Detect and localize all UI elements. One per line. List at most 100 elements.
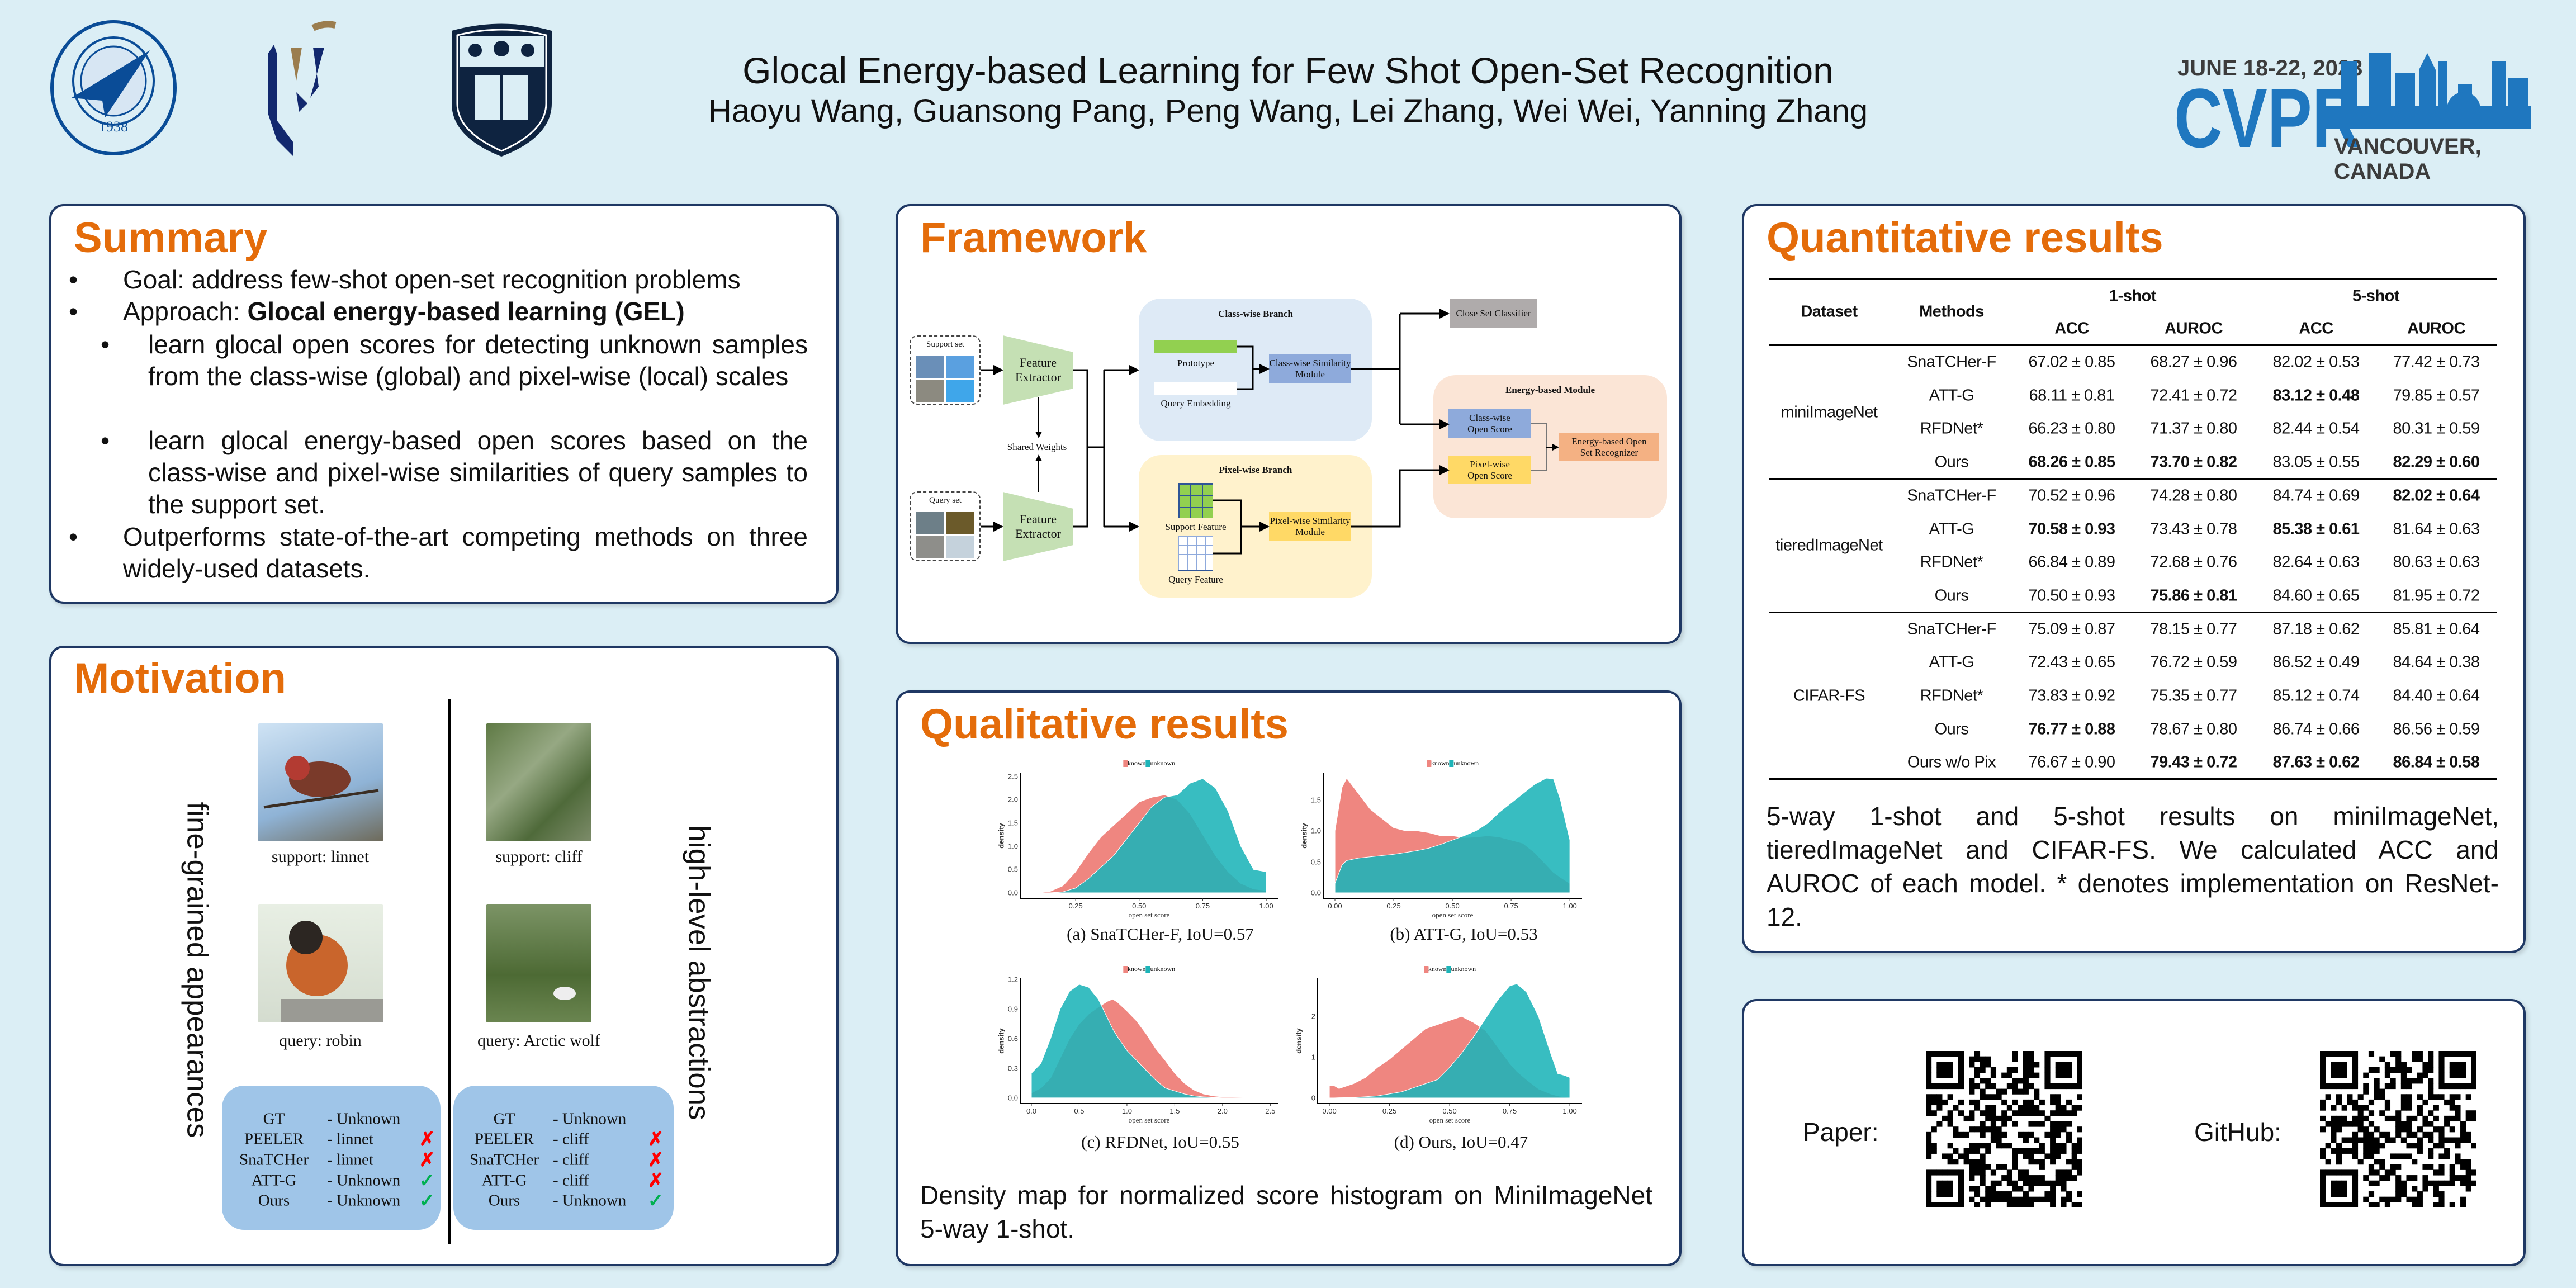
x-axis-label: open set score [1128,1116,1170,1124]
legend-swatch [1446,965,1451,973]
table-cell: 77.42 ± 0.73 [2393,353,2480,371]
class-wise-branch-title: Class-wise Branch [1218,309,1293,319]
y-tick-label: 1.0 [1310,826,1321,835]
x-tick-label: 0.75 [1195,902,1210,910]
cliff-image [486,723,591,841]
result-method: Ours [488,1191,520,1210]
motivation-panel [49,646,839,1266]
support-thumb [916,380,944,402]
y-tick-label: 1.2 [1007,975,1018,984]
table-method: SnaTCHer-F [1907,620,1996,638]
cross-icon: ✗ [647,1170,664,1191]
x-tick-label: 1.0 [1121,1107,1132,1115]
table-method: ATT-G [1929,520,1974,538]
feature-extractor-bottom [1003,492,1073,561]
shared-weights-label: Shared Weights [1007,442,1067,452]
y-tick-label: 1.0 [1007,842,1018,851]
result-prediction: - cliff [553,1150,589,1169]
table-method: RFDNet* [1920,553,1983,571]
x-tick-label: 0.00 [1328,902,1342,910]
density-area-unknown [1329,983,1570,1098]
table-cell: 72.43 ± 0.65 [2028,653,2115,671]
check-icon: ✓ [419,1190,435,1211]
support-thumb [946,380,974,402]
table-cell: 73.43 ± 0.78 [2150,520,2237,538]
density-area-unknown [1334,778,1570,893]
result-method: PEELER [244,1130,304,1148]
result-prediction: - linnet [327,1130,373,1148]
density-plot [1323,773,1582,901]
table-cell: 82.02 ± 0.53 [2272,353,2360,371]
table-rule [1769,477,2497,480]
x-axis-label: open set score [1429,1116,1471,1124]
table-cell: 66.23 ± 0.80 [2028,419,2115,438]
table-dataset: tieredImageNet [1775,536,1883,555]
query-thumb [916,536,944,558]
pixel-wise-open-score: Pixel-wise Open Score [1448,456,1531,484]
approach-name: Glocal energy-based learning (GEL) [247,297,685,326]
legend-swatch [1426,760,1431,767]
x-tick-label: 0.50 [1132,902,1147,910]
caption-query-robin: query: robin [279,1031,362,1050]
right-results-box [453,1086,674,1230]
result-method: SnaTCHer [239,1150,309,1169]
y-tick-label: 0.6 [1007,1034,1018,1043]
x-tick-label: 1.00 [1259,902,1273,910]
query-feature-grid [1178,536,1213,571]
paper-qr-code[interactable] [1926,1051,2083,1210]
x-tick-label: 0.50 [1442,1107,1457,1115]
summary-sub-1: learn glocal open scores for detecting u… [148,330,808,391]
table-cell: 82.64 ± 0.63 [2272,553,2360,571]
table-method: RFDNet* [1920,686,1983,705]
plot-legend: known unknown [1423,965,1476,973]
query-thumb [916,512,944,534]
legend-swatch [1145,965,1150,973]
y-tick-label: 2 [1311,1012,1315,1021]
bullet: • [69,522,78,551]
legend-label: known [1428,965,1447,973]
quantitative-heading: Quantitative results [1767,214,2163,262]
legend-label: unknown [1451,965,1476,973]
cross-icon: ✗ [647,1129,664,1150]
table-cell: 66.84 ± 0.89 [2028,553,2115,571]
plot-caption: (a) SnaTCHer-F, IoU=0.57 [1067,924,1254,944]
header-acc-5: ACC [2299,319,2333,338]
summary-approach: Approach: Glocal energy-based learning (… [123,296,685,328]
x-tick-label: 0.75 [1502,1107,1517,1115]
query-thumb [946,536,974,558]
x-tick-label: 0.0 [1026,1107,1037,1115]
github-qr-code[interactable] [2320,1051,2477,1210]
svg-text:1938: 1938 [99,119,128,135]
y-tick-label: 1 [1311,1053,1315,1062]
y-tick-label: 0.0 [1007,888,1018,897]
summary-heading: Summary [74,214,268,262]
table-cell: 75.86 ± 0.81 [2150,586,2237,605]
legend-label: unknown [1453,759,1479,767]
legend-swatch [1123,760,1128,767]
x-tick-label: 2.5 [1265,1107,1276,1115]
plot-axes [1020,978,1278,1104]
close-set-classifier: Close Set Classifier [1450,299,1537,328]
pixel-wise-similarity-module: Pixel-wise Similarity Module [1269,512,1351,541]
result-method: GT [263,1110,285,1128]
header-5-shot: 5-shot [2352,287,2400,305]
table-cell: 86.74 ± 0.66 [2272,720,2360,738]
arctic-wolf-image [486,904,591,1022]
x-tick-label: 2.0 [1217,1107,1228,1115]
x-tick-label: 1.5 [1169,1107,1180,1115]
y-tick-label: 0.0 [1310,888,1321,897]
support-thumb [946,356,974,378]
table-cell: 84.64 ± 0.38 [2393,653,2480,671]
result-method: SnaTCHer [469,1150,539,1169]
legend-swatch [1449,760,1454,767]
label-high-level: high-level abstractions [682,825,716,1120]
table-cell: 84.40 ± 0.64 [2393,686,2480,705]
result-method: Ours [258,1191,290,1210]
linnet-image [258,723,383,841]
table-cell: 78.15 ± 0.77 [2150,620,2237,638]
table-rule [1769,778,2497,781]
caption-query-arctic-wolf: query: Arctic wolf [477,1031,600,1050]
pixel-wise-branch-title: Pixel-wise Branch [1219,465,1292,475]
result-prediction: - Unknown [553,1191,627,1210]
